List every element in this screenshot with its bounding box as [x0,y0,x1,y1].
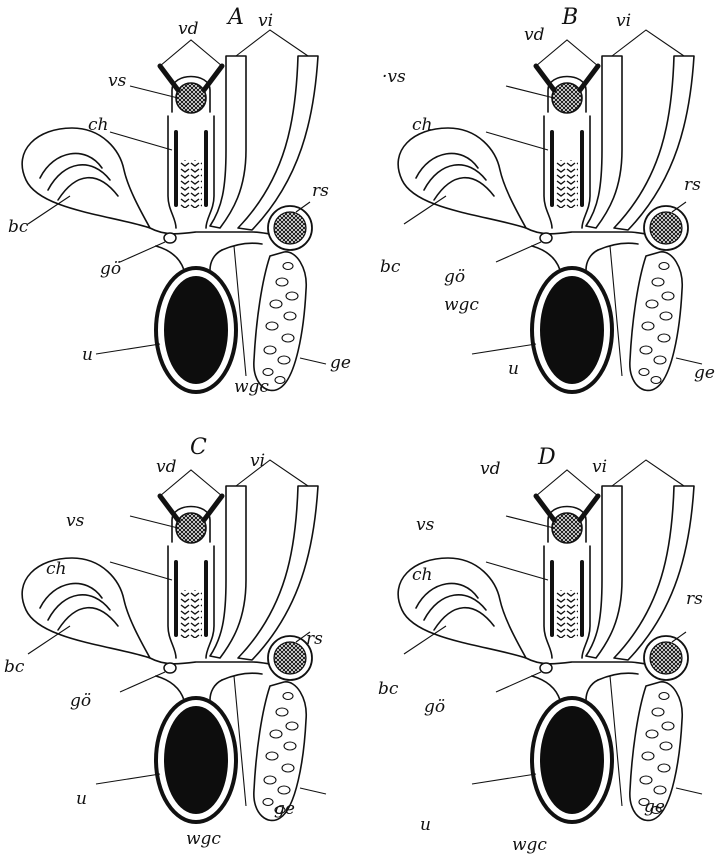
label-rs: rs [684,175,701,195]
label-u: u [76,789,87,809]
label-vi: vi [592,457,607,477]
label-rs: rs [306,629,323,649]
label-bc: bc [8,217,29,237]
label-ge: ge [274,799,295,819]
label-vi: vi [258,11,273,31]
label-go: gö [444,267,465,287]
label-vd: vd [178,19,199,39]
label-go: gö [100,259,121,279]
label-go: gö [424,697,445,717]
label-vd: vd [524,25,545,45]
label-bc: bc [378,679,399,699]
label-wgc: wgc [234,377,269,397]
label-bc: bc [380,257,401,277]
label-wgc: wgc [512,835,547,854]
panel-letter: D [537,445,556,470]
label-rs: rs [686,589,703,609]
label-ge: ge [644,797,665,817]
label-vi: vi [250,451,265,471]
label-vs: vs [416,515,435,535]
label-bc: bc [4,657,25,677]
label-vd: vd [480,459,501,479]
label-u: u [82,345,93,365]
label-rs: rs [312,181,329,201]
label-wgc: wgc [444,295,479,315]
label-vi: vi [616,11,631,31]
panel-letter: A [226,5,244,30]
panel-d: D vd vi vs ch bc gö rs ge u wgc [378,445,703,854]
label-vs: ·vs [382,67,406,87]
label-vs: vs [108,71,127,91]
label-ge: ge [330,353,351,373]
label-vd: vd [156,457,177,477]
label-wgc: wgc [186,829,221,849]
label-u: u [508,359,519,379]
label-ch: ch [412,115,432,135]
label-go: gö [70,691,91,711]
panel-c: C vd vi vs ch bc gö rs ge u wgc [4,435,326,849]
panel-letter: C [190,435,207,460]
label-ge: ge [694,363,715,383]
label-ch: ch [46,559,66,579]
label-u: u [420,815,431,835]
label-vs: vs [66,511,85,531]
panel-letter: B [561,5,578,30]
panel-b: B vd vi ·vs ch bc gö rs ge u wgc [380,5,715,392]
label-ch: ch [88,115,108,135]
label-ch: ch [412,565,432,585]
panel-a: A vd vi vs ch bc gö rs ge u wgc [8,5,351,397]
